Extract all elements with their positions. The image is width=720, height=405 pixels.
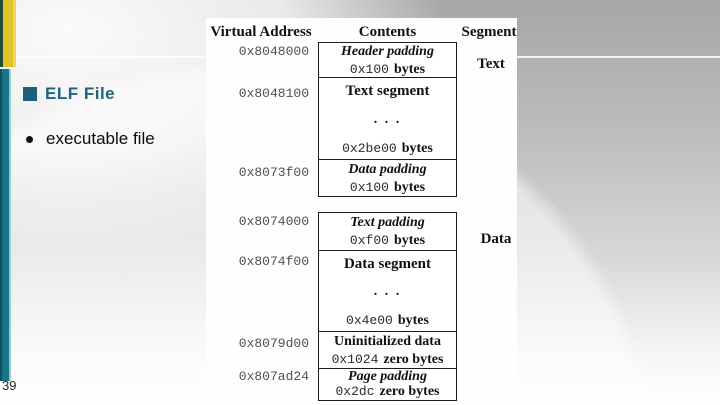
size-unit: bytes (393, 179, 426, 195)
segment-label-data: Data (480, 231, 512, 247)
row-label: Page padding (348, 369, 427, 384)
row-size: 0x2dc zero bytes (335, 384, 439, 399)
column-header-contents: Contents (358, 24, 417, 40)
column-header-virtual-address: Virtual Address (210, 24, 312, 40)
left-accent-bar-yellow (0, 0, 16, 67)
row-label: Text segment (345, 83, 430, 99)
row-data-segment: Data segment . . . 0x4e00 bytes (319, 251, 456, 332)
slide-title-row: ELF File (23, 84, 115, 104)
row-label: Data padding (348, 161, 427, 177)
size-unit: zero bytes (379, 384, 440, 399)
size-unit: zero bytes (383, 351, 444, 367)
page-number: 39 (2, 378, 17, 393)
segment-label-text: Text (477, 56, 505, 72)
size-hex: 0x2be00 (342, 141, 397, 156)
row-text-padding: Text padding 0xf00 bytes (319, 213, 456, 251)
virtual-address: 0x807ad24 (238, 369, 309, 384)
bullet-dot-icon (26, 135, 33, 143)
size-hex: 0x100 (349, 179, 389, 195)
elf-layout-diagram: Virtual Address Contents Segment 0x80480… (206, 18, 517, 405)
size-unit: bytes (401, 141, 433, 156)
virtual-address: 0x8074f00 (238, 254, 309, 269)
row-text-segment: Text segment . . . 0x2be00 bytes (319, 78, 456, 160)
row-label: Text padding (350, 215, 425, 230)
title-square-icon (23, 87, 37, 101)
row-label: Uninitialized data (334, 333, 441, 349)
ellipsis: . . . (373, 111, 402, 127)
size-hex: 0x4e00 (346, 313, 393, 328)
row-size: 0x4e00 bytes (346, 311, 429, 329)
virtual-address: 0x8048100 (238, 86, 309, 101)
size-hex: 0x2dc (335, 384, 375, 399)
slide-title: ELF File (45, 84, 116, 103)
left-accent-bar-teal (0, 69, 11, 381)
bullet-item: executable file (26, 129, 155, 149)
virtual-address: 0x8048000 (238, 44, 309, 59)
row-page-padding: Page padding 0x2dc zero bytes (319, 369, 456, 400)
size-hex: 0x100 (349, 61, 389, 77)
size-unit: bytes (393, 61, 426, 77)
row-size: 0xf00 bytes (350, 231, 425, 249)
row-size: 0x2be00 bytes (342, 139, 433, 157)
virtual-address: 0x8079d00 (238, 336, 309, 351)
bullet-text: executable file (46, 129, 155, 148)
row-label: Header padding (341, 43, 434, 59)
column-header-segment: Segment (461, 24, 517, 40)
size-unit: bytes (397, 313, 429, 328)
data-segment-box: Text padding 0xf00 bytes Data segment . .… (318, 212, 457, 401)
size-hex: 0x1024 (331, 351, 379, 367)
virtual-address: 0x8073f00 (238, 165, 309, 180)
size-unit: bytes (393, 233, 426, 248)
ellipsis: . . . (373, 284, 402, 299)
virtual-address: 0x8074000 (238, 214, 309, 229)
size-hex: 0xf00 (349, 233, 389, 248)
row-label: Data segment (343, 256, 432, 272)
